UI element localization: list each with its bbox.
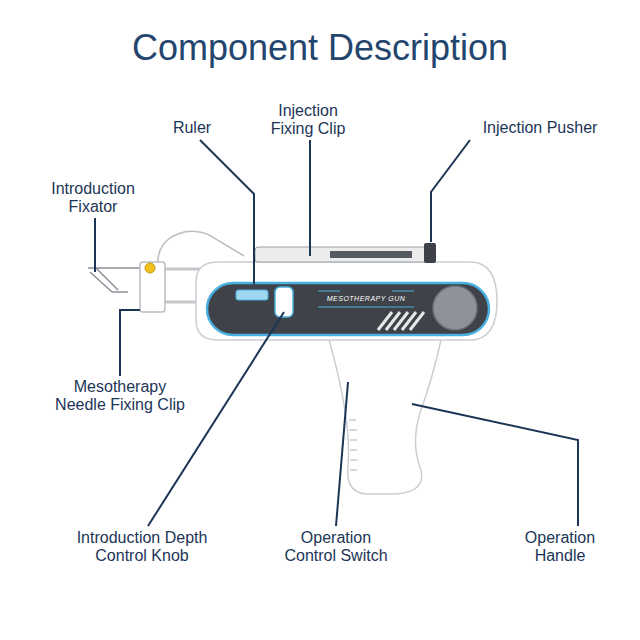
knob — [433, 286, 477, 330]
pusher — [424, 243, 436, 263]
leader-line — [94, 218, 96, 272]
plunger — [330, 251, 412, 258]
leader-line — [336, 382, 348, 526]
needle-clip — [140, 262, 165, 312]
part-label: Introduction Depth Control Knob — [70, 529, 215, 565]
leader-line — [200, 140, 254, 284]
leader-line — [309, 140, 311, 256]
syringe — [255, 247, 427, 262]
vent-stripes — [378, 312, 424, 330]
leader-line — [120, 310, 140, 376]
part-label: Ruler — [173, 119, 211, 137]
needle-hub — [145, 263, 155, 273]
gun-body — [196, 262, 497, 340]
grip-ridges — [349, 420, 357, 470]
part-label: Operation Control Switch — [277, 529, 395, 565]
part-label: Introduction Fixator — [33, 180, 153, 216]
leader-line — [412, 404, 578, 526]
brand-text: MESOTHERAPY GUN — [327, 295, 406, 303]
panel — [207, 283, 489, 335]
part-label: Injection Pusher — [483, 119, 598, 137]
leader-line — [148, 312, 284, 526]
panel-lines — [318, 291, 414, 307]
part-label: Mesotherapy Needle Fixing Clip — [48, 378, 193, 414]
leader-line — [431, 140, 470, 242]
leader-lines — [95, 140, 578, 526]
part-label: Operation Handle — [504, 529, 616, 565]
tube — [158, 231, 244, 264]
ruler-window — [236, 290, 268, 300]
title: Component Description — [132, 28, 508, 68]
part-label: Injection Fixing Clip — [258, 102, 358, 138]
